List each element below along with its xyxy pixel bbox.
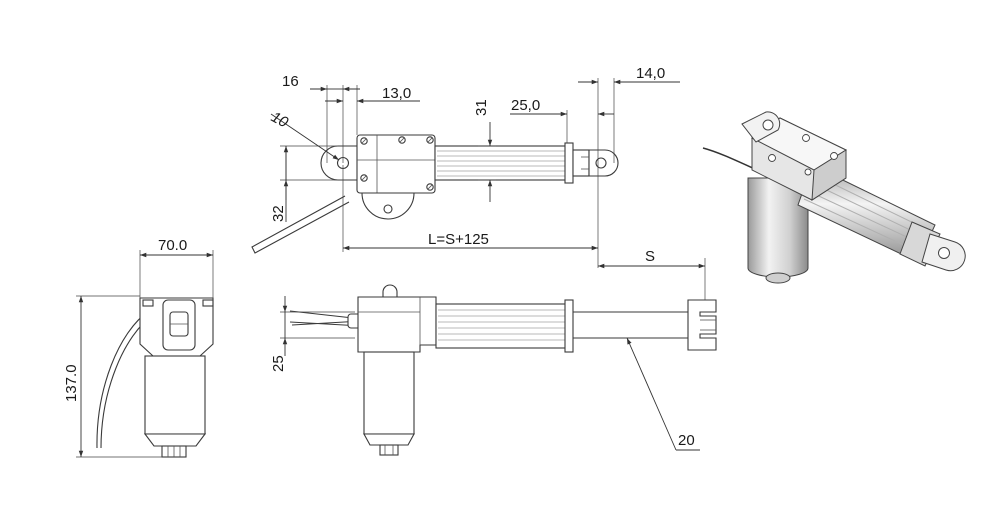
- dimension-137: 137.0: [63, 364, 80, 402]
- dimension-25-0: 25,0: [511, 97, 540, 114]
- side-view-fork-end: [687, 299, 717, 351]
- dimension-10-leader: [270, 113, 340, 161]
- side-view-motor-connector: [379, 444, 399, 456]
- dimension-13: 13,0: [382, 85, 411, 102]
- end-view-fork-face: [162, 299, 196, 351]
- dimension-length: L=S+125: [428, 231, 489, 248]
- top-view-motor-cap: [361, 192, 415, 220]
- side-view-gear-housing: [357, 296, 437, 353]
- dimensions: 16 13,0 10 31 25,0 14,0 32 L=S+125: [63, 65, 706, 458]
- end-view: [96, 297, 214, 458]
- isometric-render: [702, 111, 966, 284]
- dimension-stroke: S: [645, 248, 655, 265]
- top-view-gear-housing: [356, 134, 436, 194]
- dimension-70: 70.0: [158, 237, 187, 254]
- dimension-16: 16: [282, 73, 299, 90]
- top-view-inner-rod: [572, 149, 590, 177]
- top-view-outer-tube: [434, 145, 568, 181]
- side-view-outer-tube: [435, 303, 568, 349]
- dimension-32: 32: [270, 205, 287, 222]
- iso-rear-eye: [741, 111, 781, 143]
- iso-cable: [702, 147, 758, 171]
- top-view-rear-eye: [320, 145, 357, 181]
- side-view-motor: [363, 351, 415, 435]
- dimension-20: 20: [678, 432, 695, 449]
- top-view-cable: [251, 195, 350, 254]
- dimension-31: 31: [473, 99, 490, 116]
- side-view: [289, 284, 717, 456]
- dimension-14: 14,0: [636, 65, 665, 82]
- top-view: [251, 134, 619, 254]
- top-view-front-eye: [588, 149, 619, 177]
- dimension-25: 25: [270, 355, 287, 372]
- screw-icon: [360, 136, 434, 191]
- end-view-motor: [144, 355, 206, 435]
- side-view-end-collar: [564, 299, 574, 353]
- dimension-10: 10: [268, 109, 291, 132]
- top-view-end-collar: [564, 142, 574, 184]
- end-view-cable: [96, 309, 151, 449]
- top-view-front-hole: [595, 157, 607, 169]
